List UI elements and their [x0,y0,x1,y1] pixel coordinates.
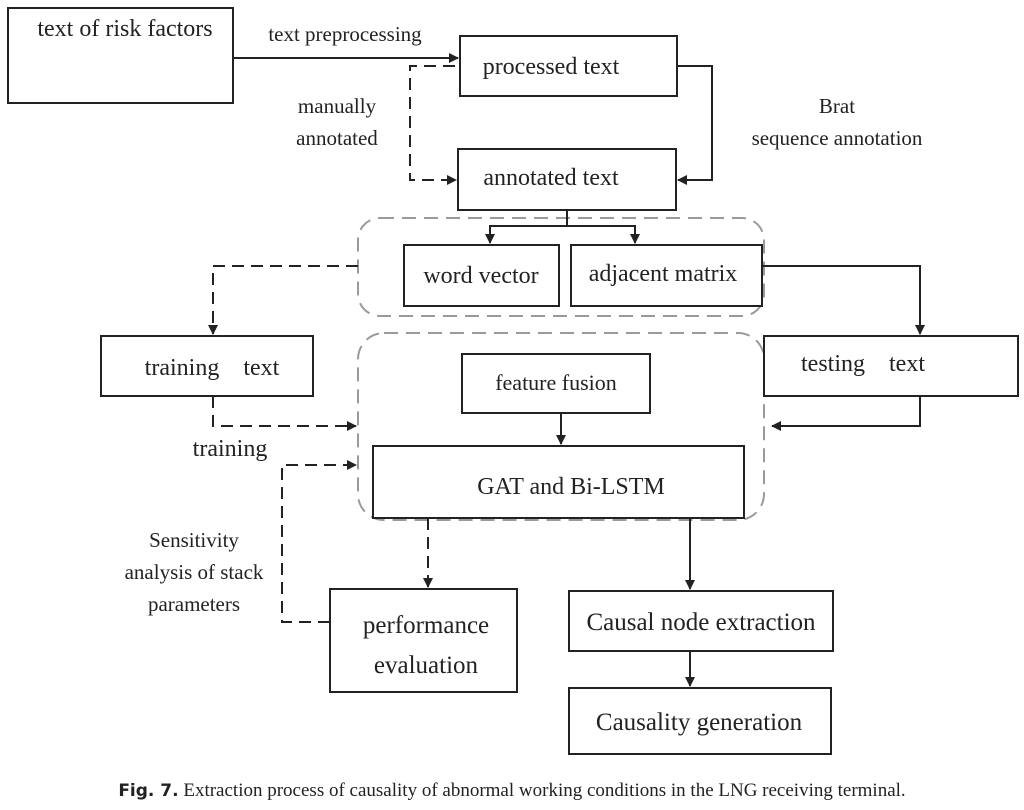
manual-annotation-arrow [409,65,457,185]
sensitivity-analysis-arrow [281,460,357,623]
performance-evaluation-label-line2: evaluation [374,652,479,679]
training-text-to-model-arrow [212,396,357,431]
matrix-to-testing-text-arrow [762,265,925,335]
text-preprocessing-label: text preprocessing [268,22,422,46]
sensitivity-label-line2: analysis of stack [125,560,264,584]
sensitivity-label-line1: Sensitivity [149,528,239,552]
sensitivity-label-line3: parameters [148,592,240,616]
causality-generation-box [568,687,832,755]
processed-text-label: processed text [483,54,620,80]
training-label: training [193,436,268,462]
word-vector-box [403,244,560,307]
performance-evaluation-label-line1: performance [363,612,489,639]
adjacent-matrix-label: adjacent matrix [589,261,738,287]
training-text-label: training text [145,355,280,381]
adjacent-matrix-box [570,244,763,307]
brat-label-line1: Brat [819,94,855,118]
gat-bilstm-box [372,445,745,519]
manually-annotated-label-line1: manually [298,94,377,118]
performance-evaluation-box [329,588,518,693]
feature-fusion-label: feature fusion [495,370,617,395]
testing-text-box [763,335,1019,397]
processed-text-box [459,35,678,97]
training-text-box [100,335,314,397]
annotated-to-word-vector-arrow [485,210,568,244]
annotated-text-box [457,148,677,211]
causality-generation-label: Causality generation [596,709,803,736]
risk-factors-label: text of risk factors [37,16,212,42]
word-vector-label: word vector [423,263,538,289]
flowchart-diagram: text of risk factors processed text anno… [7,7,1019,755]
brat-label-line2: sequence annotation [752,126,923,150]
feature-fusion-box [461,353,651,414]
annotated-text-label: annotated text [483,165,619,191]
brat-sequence-annotation-arrow [677,65,713,185]
testing-text-label: testing text [801,351,925,377]
figure-number: Fig. 7. [118,781,179,801]
testing-text-to-model-arrow [771,396,921,431]
manually-annotated-label-line2: annotated [296,126,378,150]
risk-factors-box [7,7,234,104]
gat-bilstm-label: GAT and Bi-LSTM [477,474,665,500]
annotated-to-adjacent-matrix-arrow [567,225,640,244]
figure-caption-text: Extraction process of causality of abnor… [178,780,906,801]
causal-node-extraction-box [568,590,834,652]
embedding-to-training-text-arrow [208,265,358,335]
causal-node-extraction-label: Causal node extraction [586,609,816,636]
model-group [357,332,765,521]
figure-caption: Fig. 7. Extraction process of causality … [0,780,1024,802]
